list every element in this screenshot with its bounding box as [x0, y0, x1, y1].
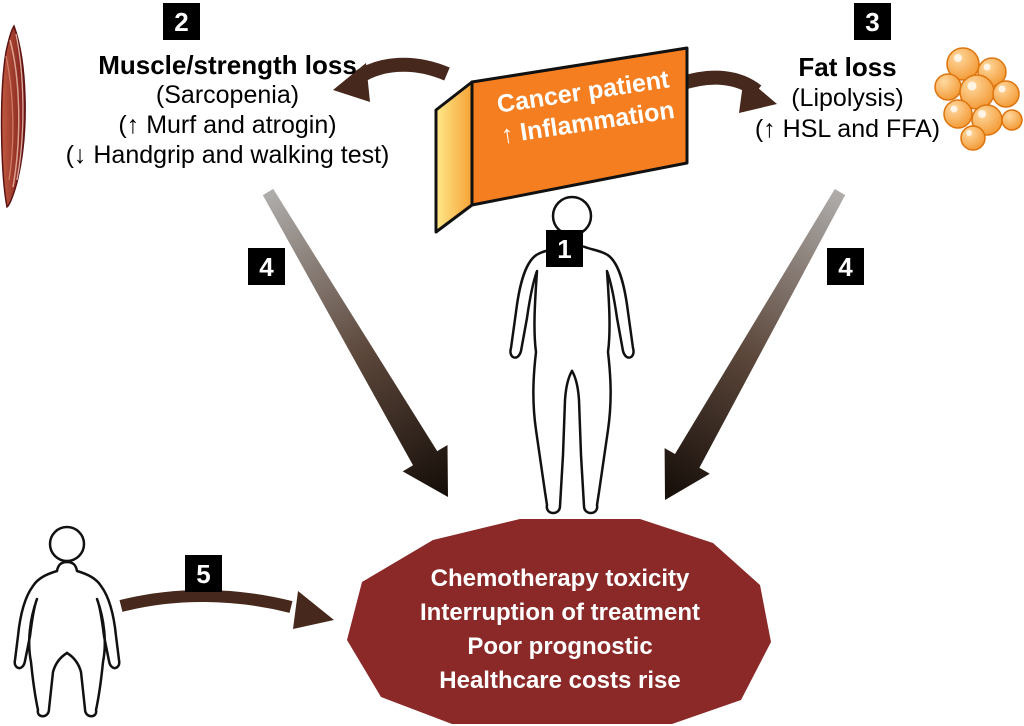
muscle-loss-markers: (↑ Murf and atrogin) — [118, 111, 337, 139]
badge-1: 1 — [546, 230, 583, 267]
impact-arrow-left — [262, 188, 448, 497]
muscle-loss-subtitle: (Sarcopenia) — [155, 81, 300, 109]
muscle-icon — [0, 24, 26, 209]
impact-arrow-right — [664, 189, 846, 500]
patient-figure-icon — [509, 195, 635, 515]
fat-loss-markers: (↑ HSL and FFA) — [754, 115, 941, 143]
outcome-poor-prognostic: Poor prognostic — [467, 633, 653, 660]
outcomes-octagon — [347, 519, 771, 724]
overweight-figure-icon — [13, 525, 121, 718]
curved-arrow-to-fat — [677, 70, 777, 113]
cancer-patient-box — [434, 46, 689, 234]
fat-loss-subtitle: (Lipolysis) — [791, 84, 904, 112]
curved-arrow-to-muscle — [333, 57, 450, 102]
arrow-from-overweight-figure — [119, 590, 334, 629]
fat-loss-block: Fat loss (Lipolysis) (↑ HSL and FFA) — [725, 52, 970, 145]
outcome-chemo-toxicity: Chemotherapy toxicity — [430, 565, 690, 592]
muscle-loss-tests: (↓ Handgrip and walking test) — [65, 141, 390, 169]
outcome-treatment-interruption: Interruption of treatment — [420, 599, 700, 626]
fat-loss-title: Fat loss — [798, 52, 897, 82]
muscle-loss-block: Muscle/strength loss (Sarcopenia) (↑ Mur… — [0, 50, 455, 170]
badge-3: 3 — [854, 3, 891, 40]
fat-cells-icon — [934, 47, 1023, 151]
muscle-loss-title: Muscle/strength loss — [98, 50, 357, 80]
outcomes-label: Chemotherapy toxicity Interruption of tr… — [352, 562, 768, 698]
outcome-healthcare-costs: Healthcare costs rise — [439, 667, 681, 694]
badge-2: 2 — [163, 3, 200, 40]
badge-5: 5 — [185, 555, 222, 592]
badge-4-left: 4 — [248, 248, 285, 285]
badge-4-right: 4 — [827, 248, 864, 285]
